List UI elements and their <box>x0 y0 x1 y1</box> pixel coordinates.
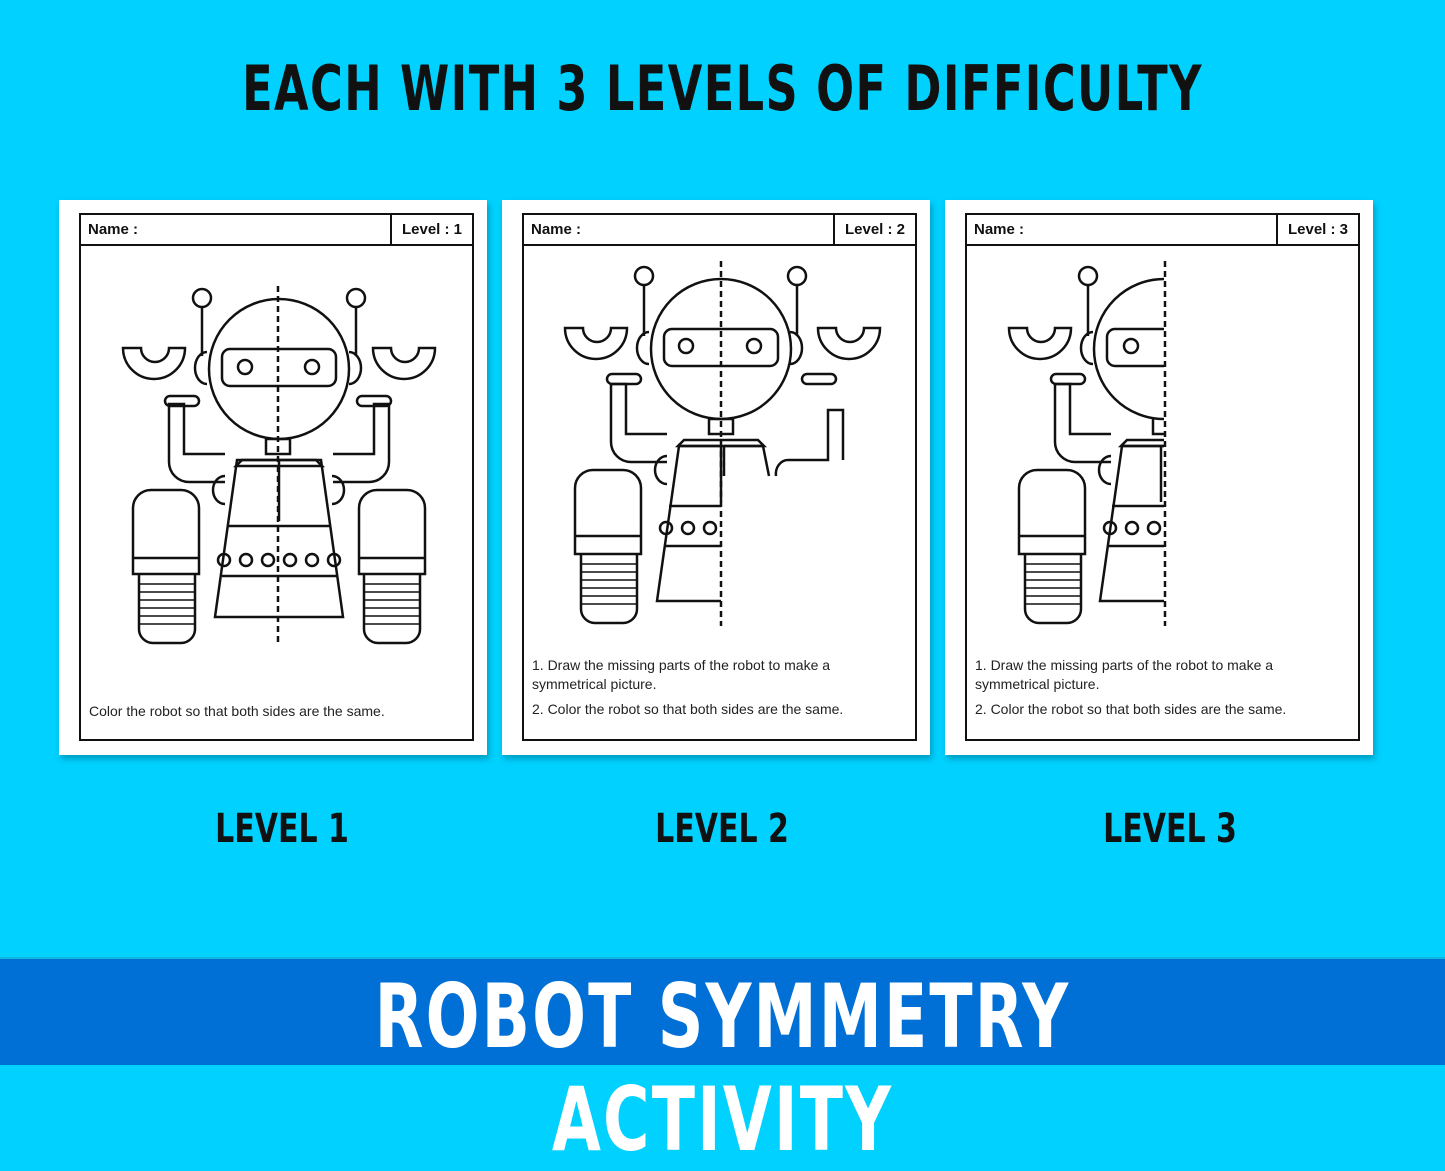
instruction-step-1: 1. Draw the missing parts of the robot t… <box>532 657 831 692</box>
level-label: Level : 1 <box>390 215 472 244</box>
name-label: Name : <box>88 221 139 238</box>
title-banner: ROBOT SYMMETRY ACTIVITY <box>0 957 1445 1171</box>
worksheet-header: Name : Level : 1 <box>81 215 472 246</box>
robot-full-illustration <box>121 286 437 646</box>
name-label: Name : <box>531 221 582 238</box>
robot-partial-illustration <box>563 261 882 626</box>
worksheet-sheet: Name : Level : 1 <box>79 213 474 741</box>
worksheet-header: Name : Level : 2 <box>524 215 915 246</box>
level-label: Level : 3 <box>1276 215 1358 244</box>
banner-title: ROBOT SYMMETRY ACTIVITY <box>374 965 1071 1171</box>
worksheet-sheet: Name : Level : 2 <box>522 213 917 741</box>
worksheet-header: Name : Level : 3 <box>967 215 1358 246</box>
instruction-step-2: 2. Color the robot so that both sides ar… <box>532 701 844 717</box>
worksheet-card-level-3: Name : Level : 3 1. Draw the missin <box>945 200 1373 755</box>
level-1-caption: LEVEL 1 <box>215 806 349 852</box>
level-3-caption: LEVEL 3 <box>1103 806 1237 852</box>
headline: EACH WITH 3 LEVELS OF DIFFICULTY <box>242 52 1203 125</box>
name-label: Name : <box>974 221 1025 238</box>
instruction-step-1: 1. Draw the missing parts of the robot t… <box>975 657 1274 692</box>
worksheet-card-level-1: Name : Level : 1 <box>59 200 487 755</box>
worksheet-card-level-2: Name : Level : 2 <box>502 200 930 755</box>
level-label: Level : 2 <box>833 215 915 244</box>
worksheet-sheet: Name : Level : 3 1. Draw the missin <box>965 213 1360 741</box>
instruction-text: Color the robot so that both sides are t… <box>89 703 385 719</box>
instruction-step-2: 2. Color the robot so that both sides ar… <box>975 701 1287 717</box>
level-2-caption: LEVEL 2 <box>655 806 789 852</box>
robot-half-illustration <box>1007 261 1167 626</box>
